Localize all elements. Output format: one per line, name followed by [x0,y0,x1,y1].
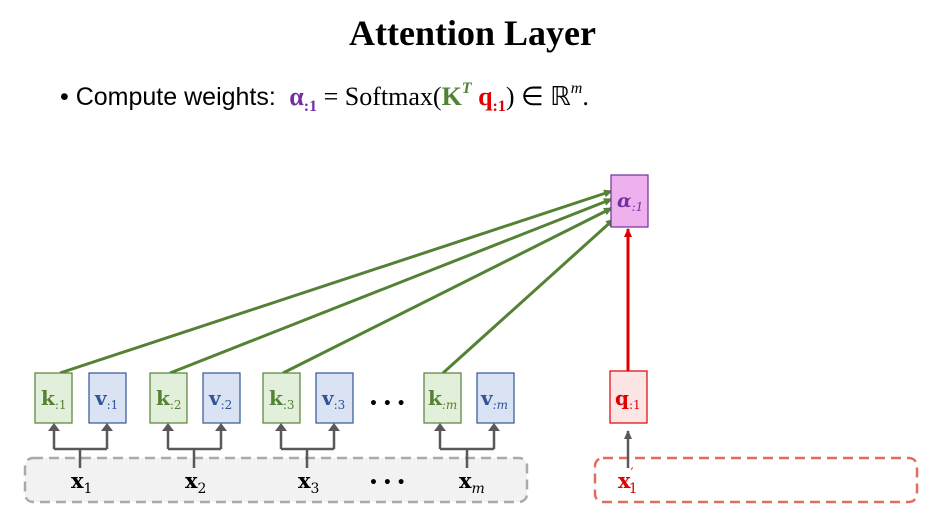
v-label-1: v:1 [94,386,118,412]
x-label-3: x3 [298,468,319,497]
v-box-3 [315,372,354,424]
q-box-label: q:1 [615,386,641,412]
xprime-label: x′1 [618,466,638,497]
k-box-2 [149,372,188,424]
v-label-3: v:3 [321,386,345,412]
value-boxes [88,372,515,424]
formula-softmax: = Softmax( [323,82,442,111]
bullet-text: Compute weights: [75,83,276,111]
arrow-km-to-alpha [441,217,616,375]
x-label-2: x2 [185,468,206,497]
formula: α:1 = Softmax(KT q:1) ∈ ℝm. [283,80,589,115]
formula-K: K [441,82,462,111]
xprime-input-container [593,456,919,504]
ellipsis-top: • • • [369,396,406,412]
formula-tail: ) ∈ ℝ [505,82,571,111]
x-fork-connectors [52,429,632,468]
formula-tail-sup: m [570,80,583,97]
k-label-1: k:1 [41,386,67,412]
formula-K-sup: T [461,80,472,97]
fork-x3 [279,429,336,468]
v-label-m: v:m [480,386,508,412]
alpha-box-label: α:1 [617,190,643,214]
alpha-box [610,174,649,228]
fork-xm [438,429,496,468]
fork-arrowheads [48,423,500,431]
x-input-container [23,456,529,504]
formula-period: . [582,82,589,111]
arrow-k1-to-alpha [59,189,613,375]
v-label-2: v:2 [208,386,232,412]
formula-q: q [478,82,493,111]
k-box-1 [34,372,73,424]
x-label-1: x1 [71,468,92,497]
arrow-k3-to-alpha [282,206,613,375]
fork-x2 [166,429,223,468]
x-labels: x1 x2 x3 xm [71,468,485,497]
page-title: Attention Layer [349,13,596,53]
v-box-1 [88,372,127,424]
fork-x1 [52,429,109,468]
v-box-m [476,372,515,424]
v-box-2 [202,372,241,424]
q-box [609,370,648,424]
k-label-m: k:m [428,386,457,412]
ellipsis-bottom: • • • [369,475,406,491]
formula-alpha-sub: :1 [303,98,318,115]
k-box-3 [262,372,301,424]
k-box-m [423,372,462,424]
arrow-k2-to-alpha [169,197,613,375]
formula-alpha: α [289,82,304,111]
key-labels: k:1 k:2 k:3 k:m [41,386,457,412]
formula-q-sub: :1 [492,98,506,115]
value-labels: v:1 v:2 v:3 v:m [94,386,508,412]
x-label-m: xm [459,468,485,497]
bullet-marker: • [60,83,69,111]
k-label-2: k:2 [156,386,182,412]
k-label-3: k:3 [269,386,295,412]
key-boxes [34,372,462,424]
bullet-formula: • Compute weights: α:1 = Softmax(KT q:1)… [60,80,589,116]
